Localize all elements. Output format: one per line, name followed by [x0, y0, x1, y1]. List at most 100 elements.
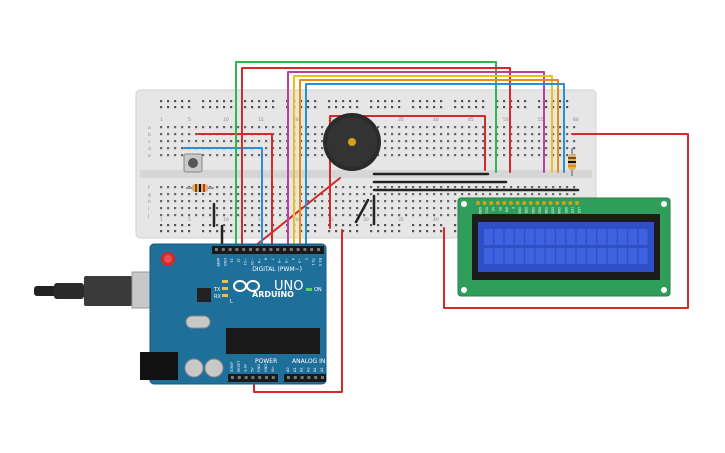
lcd-pin[interactable]	[489, 201, 494, 205]
breadboard-hole	[559, 106, 562, 109]
digital-pin[interactable]	[215, 248, 218, 251]
breadboard-hole	[237, 193, 240, 196]
breadboard-row-label: f	[148, 185, 150, 191]
lcd-pin[interactable]	[548, 201, 553, 205]
lcd-pin[interactable]	[502, 201, 507, 205]
power-pin[interactable]	[271, 376, 275, 379]
power-pin[interactable]	[251, 376, 255, 379]
lcd-cell	[484, 248, 493, 264]
breadboard-hole	[496, 126, 499, 129]
lcd-pin[interactable]	[555, 201, 560, 205]
power-pin[interactable]	[237, 376, 241, 379]
digital-pin[interactable]	[221, 248, 225, 251]
breadboard-hole	[503, 147, 506, 150]
breadboard-hole	[244, 214, 247, 217]
lcd-cell	[597, 248, 607, 264]
analog-pin[interactable]	[300, 376, 304, 379]
lcd-pin[interactable]	[522, 201, 527, 205]
breadboard-hole	[454, 106, 457, 109]
breadboard-hole	[510, 140, 513, 143]
breadboard-hole	[356, 186, 359, 189]
breadboard-hole	[475, 147, 478, 150]
breadboard-hole	[454, 193, 457, 196]
lcd-pin[interactable]	[509, 201, 513, 205]
power-pin[interactable]	[231, 376, 234, 379]
breadboard-hole	[419, 154, 422, 157]
digital-pin[interactable]	[310, 248, 314, 251]
piezo-buzzer[interactable]	[323, 113, 381, 171]
digital-pin[interactable]	[296, 248, 300, 251]
resistor-right	[568, 148, 576, 176]
breadboard-hole	[433, 133, 436, 136]
lcd-pin[interactable]	[535, 201, 540, 205]
lcd-pin[interactable]	[495, 201, 500, 205]
digital-pin[interactable]	[228, 248, 232, 251]
breadboard-hole	[426, 224, 429, 227]
breadboard-hole	[251, 154, 254, 157]
breadboard-hole	[181, 224, 184, 227]
lcd-cell	[638, 229, 648, 245]
breadboard-column-label: 45	[468, 117, 474, 123]
digital-pin[interactable]	[242, 248, 246, 251]
breadboard-hole	[174, 133, 177, 136]
digital-pin[interactable]	[249, 248, 252, 251]
breadboard-hole	[566, 186, 569, 189]
lcd-pin[interactable]	[528, 201, 533, 205]
digital-pin[interactable]	[317, 248, 320, 251]
breadboard-hole	[489, 147, 492, 150]
digital-pin[interactable]	[303, 248, 307, 251]
breadboard-hole	[356, 193, 359, 196]
breadboard-row-label: a	[148, 126, 151, 131]
breadboard-hole	[279, 147, 282, 150]
power-pin[interactable]	[265, 376, 268, 379]
breadboard-hole	[251, 140, 254, 143]
breadboard-hole	[391, 126, 394, 129]
breadboard-hole	[279, 154, 282, 157]
digital-pin[interactable]	[276, 248, 280, 251]
digital-pin[interactable]	[289, 248, 293, 251]
analog-pin[interactable]	[314, 376, 318, 379]
digital-pin[interactable]	[283, 248, 286, 251]
power-pin[interactable]	[258, 376, 262, 379]
breadboard-hole	[552, 100, 555, 103]
breadboard-hole	[272, 200, 275, 203]
breadboard-hole	[202, 193, 205, 196]
breadboard-hole	[202, 140, 205, 143]
breadboard-hole	[279, 186, 282, 189]
analog-pin[interactable]	[293, 376, 297, 379]
breadboard-hole	[566, 106, 569, 109]
lcd-pin[interactable]	[575, 201, 579, 205]
breadboard-hole	[489, 126, 492, 129]
breadboard-hole	[160, 100, 163, 103]
breadboard-hole	[447, 214, 450, 217]
digital-pin[interactable]	[255, 248, 259, 251]
lcd-pin[interactable]	[476, 201, 480, 205]
breadboard-hole	[167, 154, 170, 157]
lcd-pin[interactable]	[568, 201, 573, 205]
lcd-pin[interactable]	[482, 201, 487, 205]
breadboard-hole	[482, 193, 485, 196]
lcd-pin[interactable]	[561, 201, 566, 205]
analog-pin[interactable]	[321, 376, 324, 379]
breadboard-hole	[181, 126, 184, 129]
pushbutton[interactable]	[183, 153, 203, 173]
lcd-pin[interactable]	[542, 201, 546, 205]
digital-pin[interactable]	[235, 248, 239, 251]
breadboard-hole	[167, 133, 170, 136]
breadboard-hole	[335, 200, 338, 203]
lcd-pin[interactable]	[515, 201, 520, 205]
digital-pin[interactable]	[269, 248, 273, 251]
breadboard-hole	[272, 186, 275, 189]
lcd-pin-label: DB0	[518, 207, 522, 214]
analog-pin[interactable]	[287, 376, 290, 379]
breadboard-column-label: 35	[398, 217, 404, 223]
power-pin[interactable]	[244, 376, 248, 379]
analog-pin[interactable]	[307, 376, 311, 379]
digital-pin[interactable]	[262, 248, 266, 251]
